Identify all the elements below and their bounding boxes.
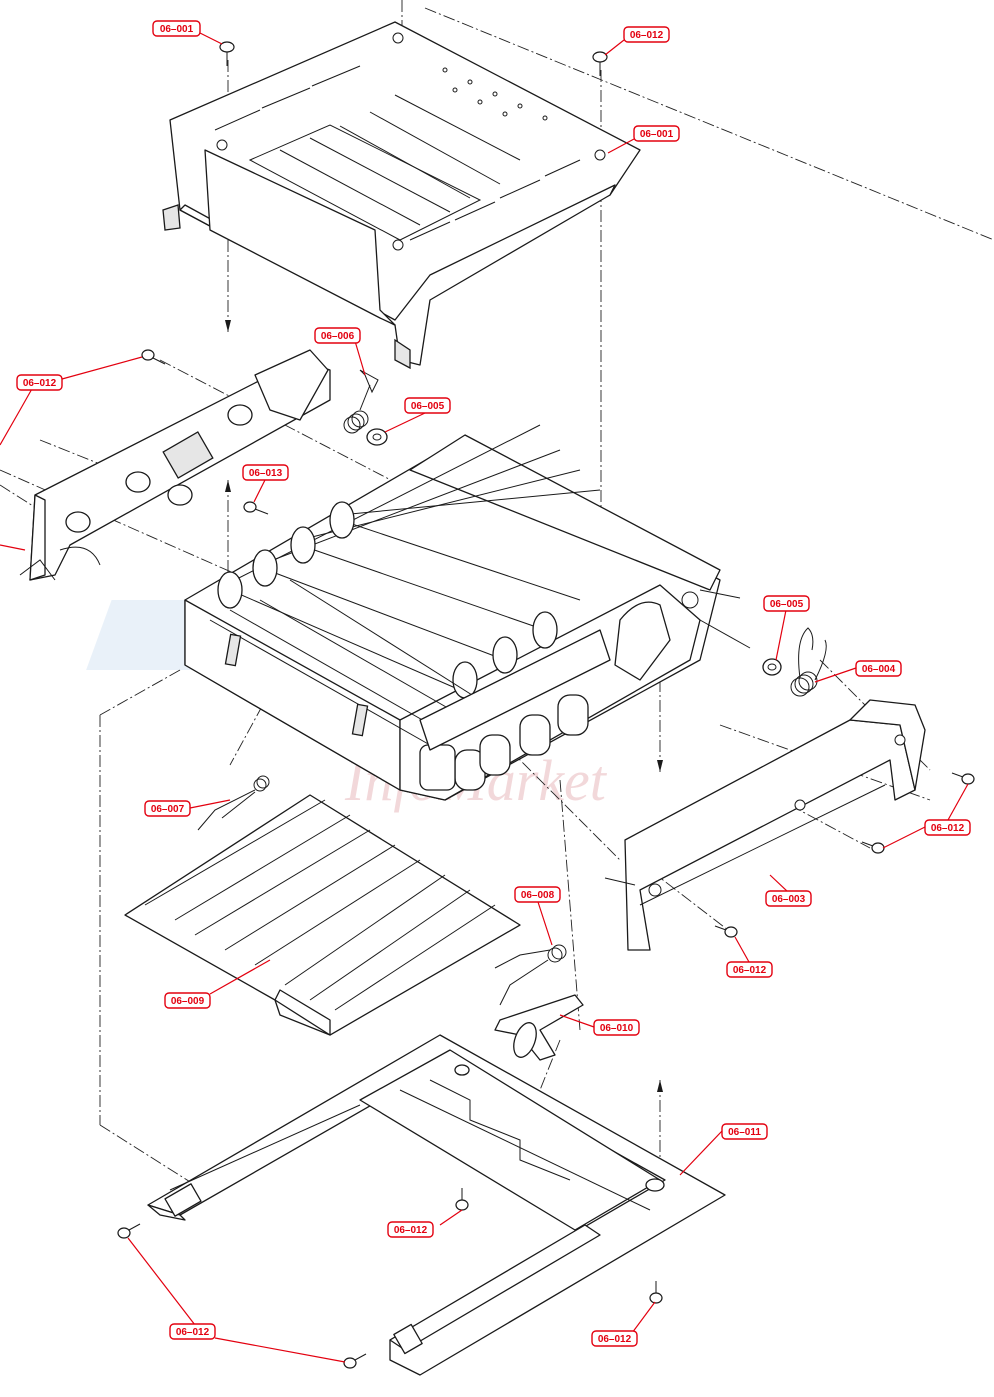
callout-06-001-right: 06–001 bbox=[633, 125, 680, 142]
transport-grid bbox=[209, 579, 481, 746]
spring-06-007 bbox=[197, 775, 270, 831]
screw-right-3 bbox=[714, 925, 738, 938]
washer-06-005-left bbox=[366, 428, 388, 446]
screw-top-right bbox=[592, 51, 608, 76]
callout-06-011: 06–011 bbox=[721, 1123, 768, 1140]
spring-06-004 bbox=[790, 627, 827, 697]
washer-06-005-right bbox=[762, 658, 782, 676]
callout-label: 06–006 bbox=[321, 331, 355, 342]
screw-06-013 bbox=[243, 501, 269, 515]
callout-06-013: 06–013 bbox=[242, 464, 289, 481]
lower-rollers bbox=[419, 694, 589, 791]
callout-06-004: 06–004 bbox=[855, 660, 902, 677]
callouts: 06–001 06–012 06–001 06–006 06–012 06–00… bbox=[16, 20, 971, 1347]
callout-leaders bbox=[0, 32, 969, 1363]
callout-06-010: 06–010 bbox=[593, 1019, 640, 1036]
screw-left-frame bbox=[141, 349, 166, 365]
callout-label: 06–007 bbox=[151, 804, 185, 815]
direction-arrows bbox=[225, 320, 663, 1092]
screw-bottom-right bbox=[649, 1281, 663, 1304]
screw-right-2 bbox=[861, 841, 885, 854]
callout-06-005-right: 06–005 bbox=[763, 595, 810, 612]
callout-label: 06–012 bbox=[23, 378, 57, 389]
top-cover bbox=[162, 21, 641, 370]
callout-label: 06–008 bbox=[521, 890, 555, 901]
callout-label: 06–003 bbox=[772, 894, 806, 905]
callout-label: 06–011 bbox=[728, 1127, 761, 1138]
callout-label: 06–001 bbox=[640, 129, 674, 140]
callout-06-012-bottom-left: 06–012 bbox=[169, 1323, 216, 1340]
top-cover-ribs bbox=[248, 94, 521, 241]
callout-06-012-left: 06–012 bbox=[16, 374, 63, 391]
callout-06-012-bottom-right: 06–012 bbox=[591, 1330, 638, 1347]
lever-06-010 bbox=[494, 994, 584, 1061]
screw-bottom-center bbox=[455, 1188, 469, 1211]
bottom-frame bbox=[147, 1034, 726, 1376]
callout-label: 06–005 bbox=[411, 401, 445, 412]
transport-assembly bbox=[184, 424, 751, 801]
callout-label: 06–004 bbox=[862, 664, 896, 675]
callout-label: 06–012 bbox=[931, 823, 965, 834]
top-cover-vents bbox=[442, 67, 548, 121]
callout-label: 06–012 bbox=[394, 1225, 428, 1236]
callout-label: 06–012 bbox=[630, 30, 664, 41]
transport-rollers bbox=[217, 424, 601, 699]
screw-right-1 bbox=[951, 772, 975, 785]
callout-label: 06–012 bbox=[176, 1327, 210, 1338]
screws bbox=[117, 41, 975, 1369]
callout-06-001-top-left: 06–001 bbox=[152, 20, 201, 37]
callout-label: 06–009 bbox=[171, 996, 205, 1007]
callout-label: 06–013 bbox=[249, 468, 283, 479]
callout-06-009: 06–009 bbox=[164, 992, 211, 1009]
screw-top-left bbox=[219, 41, 235, 66]
callout-06-008: 06–008 bbox=[514, 886, 561, 903]
callout-06-003: 06–003 bbox=[765, 890, 812, 907]
callout-06-012-bottom-center: 06–012 bbox=[387, 1221, 434, 1238]
right-side-frame bbox=[604, 699, 926, 951]
callout-06-012-far-right: 06–012 bbox=[924, 819, 971, 836]
callout-label: 06–012 bbox=[733, 965, 767, 976]
guide-plate-ribs bbox=[144, 799, 496, 1011]
callout-label: 06–001 bbox=[160, 24, 194, 35]
spring-06-006 bbox=[343, 369, 379, 434]
callout-06-012-right-frame: 06–012 bbox=[726, 961, 773, 978]
callout-label: 06–012 bbox=[598, 1334, 632, 1345]
springs-and-small-parts bbox=[197, 369, 827, 1061]
callout-label: 06–005 bbox=[770, 599, 804, 610]
lower-guide-plate bbox=[124, 794, 521, 1036]
callout-06-012-top-right: 06–012 bbox=[623, 26, 670, 43]
left-side-frame bbox=[19, 349, 331, 581]
callout-06-005-left: 06–005 bbox=[404, 397, 451, 414]
screw-bottom-mid bbox=[343, 1353, 367, 1369]
screw-bottom-left bbox=[117, 1223, 141, 1239]
callout-06-006: 06–006 bbox=[314, 327, 361, 344]
callout-06-007: 06–007 bbox=[144, 800, 191, 817]
top-cover-slots bbox=[214, 65, 581, 241]
spring-06-008 bbox=[494, 944, 567, 1006]
callout-label: 06–010 bbox=[600, 1023, 634, 1034]
